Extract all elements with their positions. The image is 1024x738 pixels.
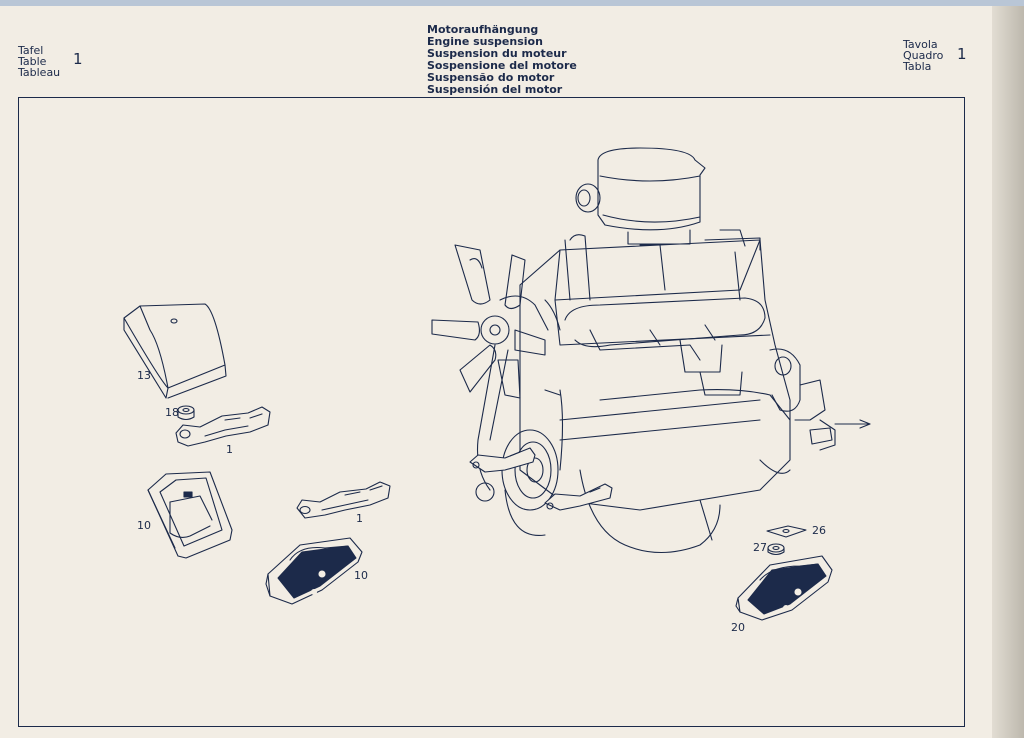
callout-1-lower: 1 <box>356 512 363 525</box>
label-tabla: Tabla <box>903 60 932 73</box>
callout-10-upright: 10 <box>137 519 151 532</box>
title-it: Sospensione del motore <box>427 59 577 72</box>
drawing-frame <box>18 97 965 727</box>
part-13-cover <box>123 303 227 399</box>
title-es: Suspensión del motor <box>427 83 563 96</box>
table-label-right: Tavola Quadro Tabla <box>903 39 943 72</box>
engine-mount-left-drawing <box>469 447 536 473</box>
part-1-bracket-upper <box>175 406 271 447</box>
part-26-plate <box>766 525 807 538</box>
engine-block-drawing <box>519 229 871 553</box>
title-fr: Suspension du moteur <box>427 47 567 60</box>
part-1-bracket-lower <box>296 481 391 519</box>
callout-18: 18 <box>165 406 179 419</box>
table-number-left: 1 <box>73 50 83 68</box>
scan-top-strip <box>0 0 1024 6</box>
part-18-bush <box>177 405 195 421</box>
label-tafel: Tafel <box>18 44 44 57</box>
callout-27: 27 <box>753 541 767 554</box>
part-10-mount-dark <box>265 537 363 605</box>
air-filter-drawing <box>575 147 706 245</box>
engine-illustration <box>431 147 871 553</box>
label-quadro: Quadro <box>903 49 944 62</box>
callout-26: 26 <box>812 524 826 537</box>
callout-20: 20 <box>731 621 745 634</box>
callout-10-dark: 10 <box>354 569 368 582</box>
fan-drawing <box>431 244 546 399</box>
part-20-mount-dark <box>735 555 833 621</box>
callout-13: 13 <box>137 369 151 382</box>
table-number-right: 1 <box>957 45 967 63</box>
label-tableau: Tableau <box>18 66 61 79</box>
label-tavola: Tavola <box>903 38 938 51</box>
title-en: Engine suspension <box>427 35 543 48</box>
exploded-view-drawing <box>123 147 871 621</box>
title-pt: Suspensão do motor <box>427 71 555 84</box>
engine-mount-bottom-drawing <box>544 483 613 511</box>
table-label-left: Tafel Table Tableau <box>18 45 60 78</box>
belt-pulley-drawing <box>475 295 564 536</box>
label-table: Table <box>18 55 47 68</box>
page-edge-shadow <box>992 6 1024 738</box>
part-10-rubber-mount-upright <box>147 471 233 559</box>
engine-bracket-right-drawing <box>809 427 833 445</box>
part-27-washer <box>767 543 785 556</box>
callout-1-upper: 1 <box>226 443 233 456</box>
title-block: Motoraufhängung Engine suspension Suspen… <box>427 24 577 96</box>
title-de: Motoraufhängung <box>427 23 539 36</box>
